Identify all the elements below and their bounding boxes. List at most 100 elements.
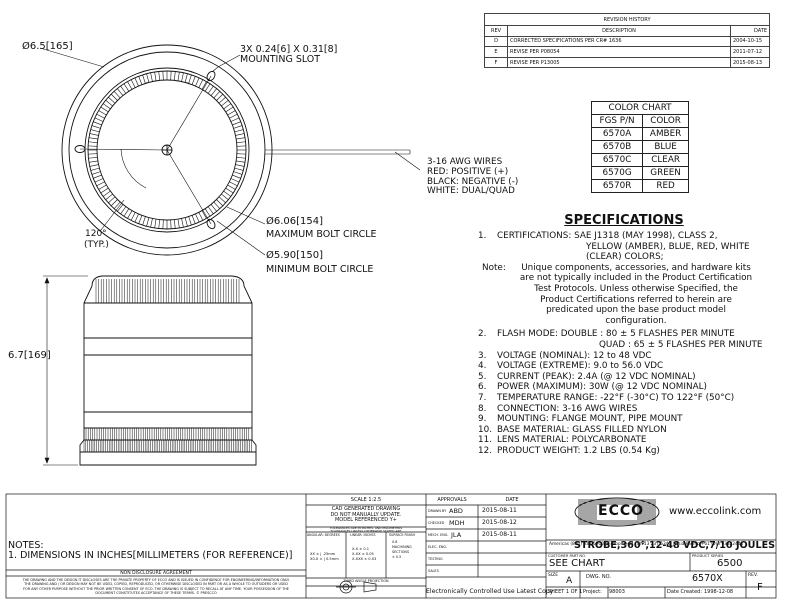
spec-line: FLASH MODE: DOUBLE : 80 ± 5 FLASHES PER … (497, 329, 735, 340)
approval-role: DRAWN BY (428, 509, 447, 513)
third-angle-projection-icon (336, 580, 377, 594)
wire-line: 3-16 AWG WIRES (427, 157, 503, 167)
louver-line (110, 199, 118, 207)
louver-line (223, 103, 232, 110)
revision-date: 2004-10-15 (730, 35, 770, 48)
size-value: A (566, 576, 573, 586)
spec-number: 1. (478, 231, 487, 241)
approval-role: MECH. ENG. (428, 533, 449, 537)
customer-part-label: CUSTOMER PART NO. (548, 554, 586, 558)
part-number: 6570C (590, 153, 644, 167)
logo-text: ECCO (598, 503, 645, 519)
disclosure-line: FOR ANY OTHER PURPOSE WITHOUT THE PRIOR … (23, 586, 289, 591)
height-dimension (43, 275, 88, 466)
louver-line (91, 125, 101, 129)
min-bolt-dim: Ø5.90[150] (266, 250, 324, 261)
spec-line: are not typically included in the Produc… (519, 273, 753, 284)
louver-line (213, 201, 221, 209)
louver-line (174, 71, 176, 81)
approvals-header: APPROVALS (437, 497, 467, 503)
spec-line: MOUNTING: FLANGE MOUNT, PIPE MOUNT (497, 414, 683, 425)
spec-item: 8.CONNECTION: 3-16 AWG WIRES (478, 404, 768, 415)
louver-line (123, 83, 130, 92)
louver-line (150, 72, 153, 82)
louver-line (142, 216, 146, 226)
project-number: 98003 (609, 589, 625, 595)
customer-part: SEE CHART (549, 558, 605, 569)
revision-history-title: REVISION HISTORY (484, 13, 770, 26)
louver-line (221, 193, 229, 200)
louver-line (88, 141, 98, 143)
spec-line: CONNECTION: 3-16 AWG WIRES (497, 403, 638, 414)
website-link[interactable]: www.eccolink.com (669, 506, 762, 517)
spec-line: configuration. (605, 315, 667, 326)
tol-value: X.X ± 0.1 (352, 547, 370, 551)
mounting-slot-dim: 3X 0.24[6] X 0.31[8] (240, 44, 338, 55)
revision-description: REVISE PER P08054 (507, 46, 731, 58)
louver-line (233, 171, 243, 175)
spec-number: 12. (478, 445, 492, 456)
product-title: STROBE,360°,12-48 VDC,7/10 JOULES (574, 540, 776, 551)
spec-line: CURRENT (PEAK): 2.4A (@ 12 VDC NOMINAL) (497, 371, 696, 382)
louver-line (235, 133, 245, 136)
louver-line (184, 73, 188, 83)
spec-line: CERTIFICATIONS: SAE J1318 (MAY 1998), CL… (497, 231, 718, 241)
tol-angular: XX ± | .25mm X0.X ± | 0.5mm (310, 552, 339, 562)
louver-line (94, 117, 104, 122)
color-name: GREEN (642, 166, 689, 180)
louver-line (181, 72, 184, 82)
tol-value: 0.8 (392, 540, 398, 544)
revision-rev: E (484, 46, 508, 58)
spec-line: Product Certifications referred to herei… (540, 294, 732, 305)
part-number: 6570R (590, 179, 644, 193)
revision-date: 2011-07-12 (730, 46, 770, 58)
spec-number: 11. (478, 435, 492, 446)
louver-line (225, 187, 234, 194)
angle-lines (79, 75, 212, 225)
louver-line (146, 73, 150, 83)
louver-line (223, 190, 232, 197)
spec-line: (CLEAR) COLORS; (586, 252, 664, 263)
louver-line (96, 113, 105, 119)
louver-line (177, 219, 180, 229)
color-chart-title: COLOR CHART (591, 101, 689, 115)
specifications-title: SPECIFICATIONS (564, 213, 684, 228)
tol-value: XX ± | .25mm (310, 552, 336, 556)
wire-line: RED: POSITIVE (+) (427, 166, 509, 177)
spec-item: 9.MOUNTING: FLANGE MOUNT, PIPE MOUNT (478, 414, 768, 425)
louver-line (234, 167, 244, 171)
revision-history-table: REVISION HISTORY REV DESCRIPTION DATE D … (484, 13, 770, 69)
approval-name: ABD (449, 507, 463, 515)
louver-line (158, 71, 160, 81)
louver-line (225, 106, 234, 113)
disclosure-line: THE DRAWING AND THE DESIGN IT DISCLOSES … (22, 578, 290, 582)
spec-line: YELLOW (AMBER), BLUE, RED, WHITE (586, 241, 750, 252)
revision-rev: D (484, 35, 508, 48)
spec-line: predicated upon the base product model (546, 305, 726, 316)
louver-line (138, 76, 143, 85)
louver-line (96, 181, 105, 187)
spec-item: 11.LENS MATERIAL: POLYCARBONATE (478, 435, 768, 446)
wire-line: BLACK: NEGATIVE (-) (427, 176, 519, 187)
louver-line (210, 204, 217, 212)
louver-line (177, 71, 180, 81)
dwg-number: 6570X (692, 573, 723, 584)
spec-line: TEMPERATURE RANGE: -22°F (-30°C) TO 122°… (497, 392, 735, 403)
notes-title: NOTES: (8, 540, 44, 551)
louver-line (130, 212, 136, 221)
revision-row: D CORRECTED SPECIFICATIONS PER CR# 1636 … (484, 35, 770, 48)
cad-note-line: DO NOT MANUALLY UPDATE. (330, 511, 402, 518)
approval-role: TESTING (428, 557, 443, 561)
rev-header: REV (484, 25, 508, 37)
disclosure-title: NON DISCLOSURE AGREEMENT (120, 571, 192, 576)
louver-line (127, 210, 133, 219)
approval-date: 2015-08-11 (482, 507, 517, 514)
louver-line (210, 88, 217, 96)
spec-number: Note: (482, 262, 506, 273)
louver-line (102, 103, 111, 110)
spec-line: PRODUCT WEIGHT: 1.2 LBS (0.54 Kg) (497, 445, 660, 456)
tol-header: LINEAR: INCHES (350, 533, 376, 537)
louver-line (88, 137, 98, 140)
wire-line: WHITE: DUAL/QUAD (427, 186, 515, 197)
revision-row: E REVISE PER P08054 2011-07-12 (484, 46, 770, 58)
